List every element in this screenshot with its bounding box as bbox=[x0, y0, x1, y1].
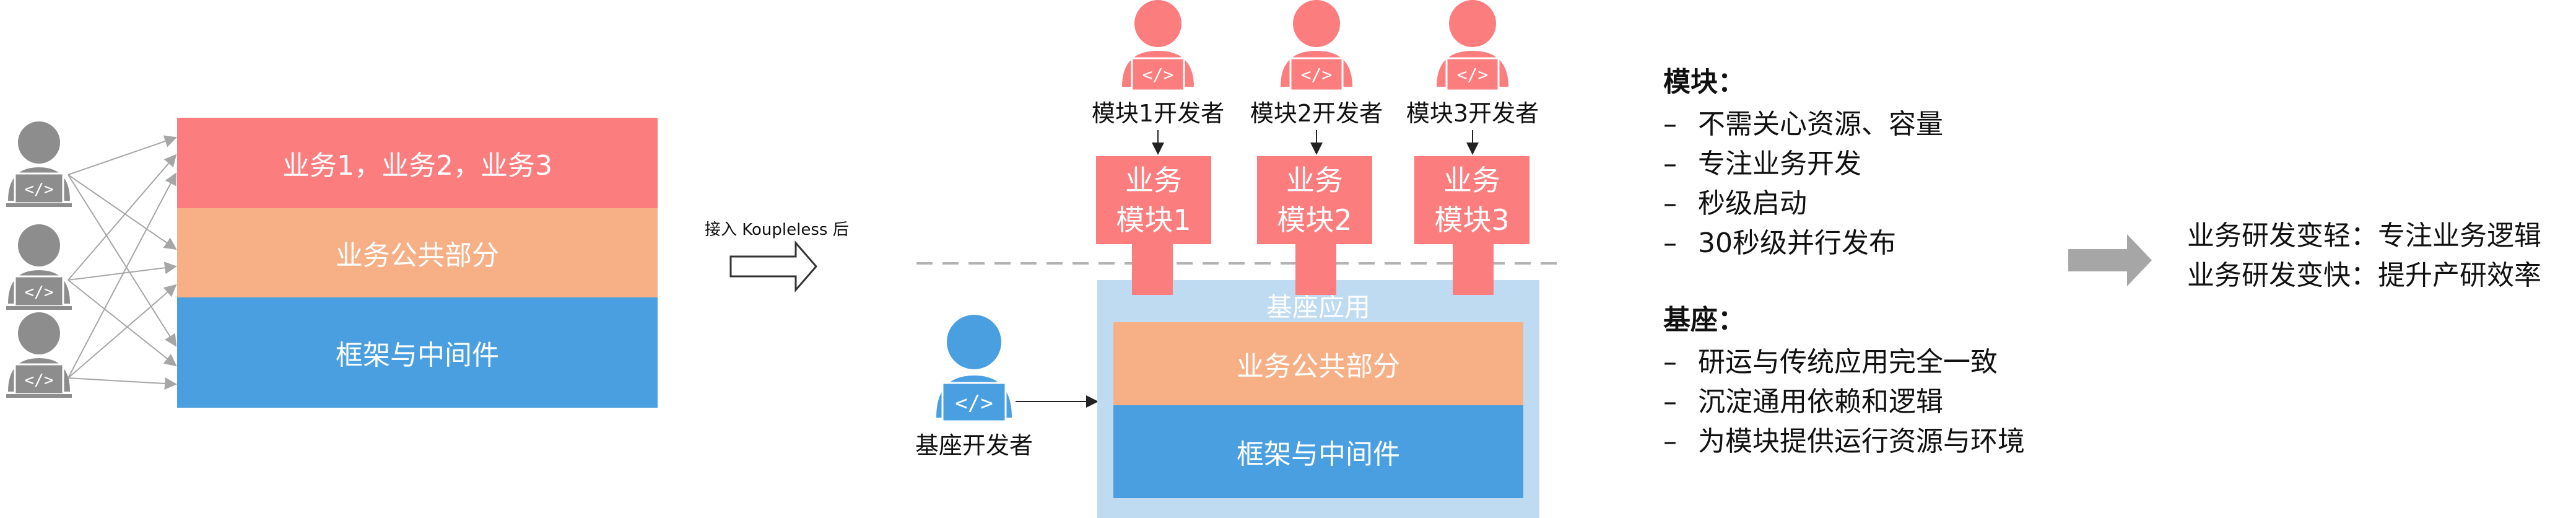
base-developer: </> bbox=[928, 314, 1020, 425]
module-stem-1 bbox=[1132, 244, 1173, 295]
module-developer-3: </> bbox=[1423, 0, 1522, 93]
base-notes-title: 基座： bbox=[1663, 304, 1745, 336]
module-developer-label-2: 模块2开发者 bbox=[1250, 100, 1383, 127]
code-icon: </> bbox=[25, 283, 54, 302]
business-module-3: 业务 模块3 bbox=[1414, 156, 1530, 244]
base-layer-framework: 框架与中间件 bbox=[1113, 405, 1523, 498]
base-layer-common: 业务公共部分 bbox=[1113, 322, 1523, 405]
business-module-2: 业务 模块2 bbox=[1257, 156, 1372, 244]
layer-framework: 框架与中间件 bbox=[177, 297, 658, 408]
business-module-3-line2: 模块3 bbox=[1434, 203, 1510, 237]
developer-gray-2: </> bbox=[5, 224, 73, 311]
business-module-1: 业务 模块1 bbox=[1096, 156, 1211, 244]
layer-common: 业务公共部分 bbox=[177, 208, 658, 297]
business-module-2-line1: 业务 bbox=[1286, 164, 1343, 197]
module-stem-3 bbox=[1453, 244, 1494, 295]
module-notes-title: 模块： bbox=[1663, 66, 1745, 98]
module-note-1: –不需关心资源、容量 bbox=[1663, 108, 1943, 140]
code-icon: </> bbox=[1301, 64, 1333, 85]
module-developer-2: </> bbox=[1267, 0, 1366, 93]
module-developer-label-1: 模块1开发者 bbox=[1091, 100, 1225, 127]
base-note-1: –研运与传统应用完全一致 bbox=[1663, 346, 1998, 378]
summary-arrow bbox=[2068, 234, 2152, 286]
module-stem-2 bbox=[1295, 244, 1336, 295]
developer-gray-1: </> bbox=[5, 121, 73, 208]
code-icon: </> bbox=[25, 371, 54, 390]
module-note-3: –秒级启动 bbox=[1663, 188, 1807, 219]
base-application-title: 基座应用 bbox=[1266, 292, 1370, 322]
code-icon: </> bbox=[1457, 64, 1489, 85]
base-developer-label: 基座开发者 bbox=[915, 432, 1033, 459]
summary-line-2: 业务研发变快：提升产研效率 bbox=[2187, 260, 2541, 291]
summary-line-1: 业务研发变轻：专注业务逻辑 bbox=[2187, 220, 2541, 252]
layer-business: 业务1，业务2，业务3 bbox=[177, 118, 658, 208]
business-module-2-line2: 模块2 bbox=[1277, 203, 1352, 237]
business-module-1-line2: 模块1 bbox=[1116, 203, 1191, 237]
summary-block: 业务研发变轻：专注业务逻辑 业务研发变快：提升产研效率 bbox=[2187, 213, 2571, 292]
notes-panel: 模块： –不需关心资源、容量 –专注业务开发 –秒级启动 –30秒级并行发布 基… bbox=[1663, 59, 2047, 459]
dev-to-layer-arrows bbox=[67, 135, 177, 390]
base-note-2: –沉淀通用依赖和逻辑 bbox=[1663, 386, 1943, 418]
module-developer-1: </> bbox=[1108, 0, 1208, 93]
module-developer-label-3: 模块3开发者 bbox=[1406, 100, 1539, 127]
code-icon: </> bbox=[25, 180, 54, 199]
developer-gray-3: </> bbox=[5, 312, 73, 399]
code-icon: </> bbox=[955, 391, 993, 416]
module-note-4: –30秒级并行发布 bbox=[1663, 227, 1896, 259]
module-note-2: –专注业务开发 bbox=[1663, 148, 1861, 180]
base-note-3: –为模块提供运行资源与环境 bbox=[1663, 426, 2025, 457]
business-module-1-line1: 业务 bbox=[1125, 164, 1182, 197]
transition-arrow bbox=[729, 240, 817, 293]
business-module-3-line1: 业务 bbox=[1443, 164, 1500, 197]
code-icon: </> bbox=[1142, 64, 1174, 85]
transition-label: 接入 Koupleless 后 bbox=[705, 221, 849, 239]
